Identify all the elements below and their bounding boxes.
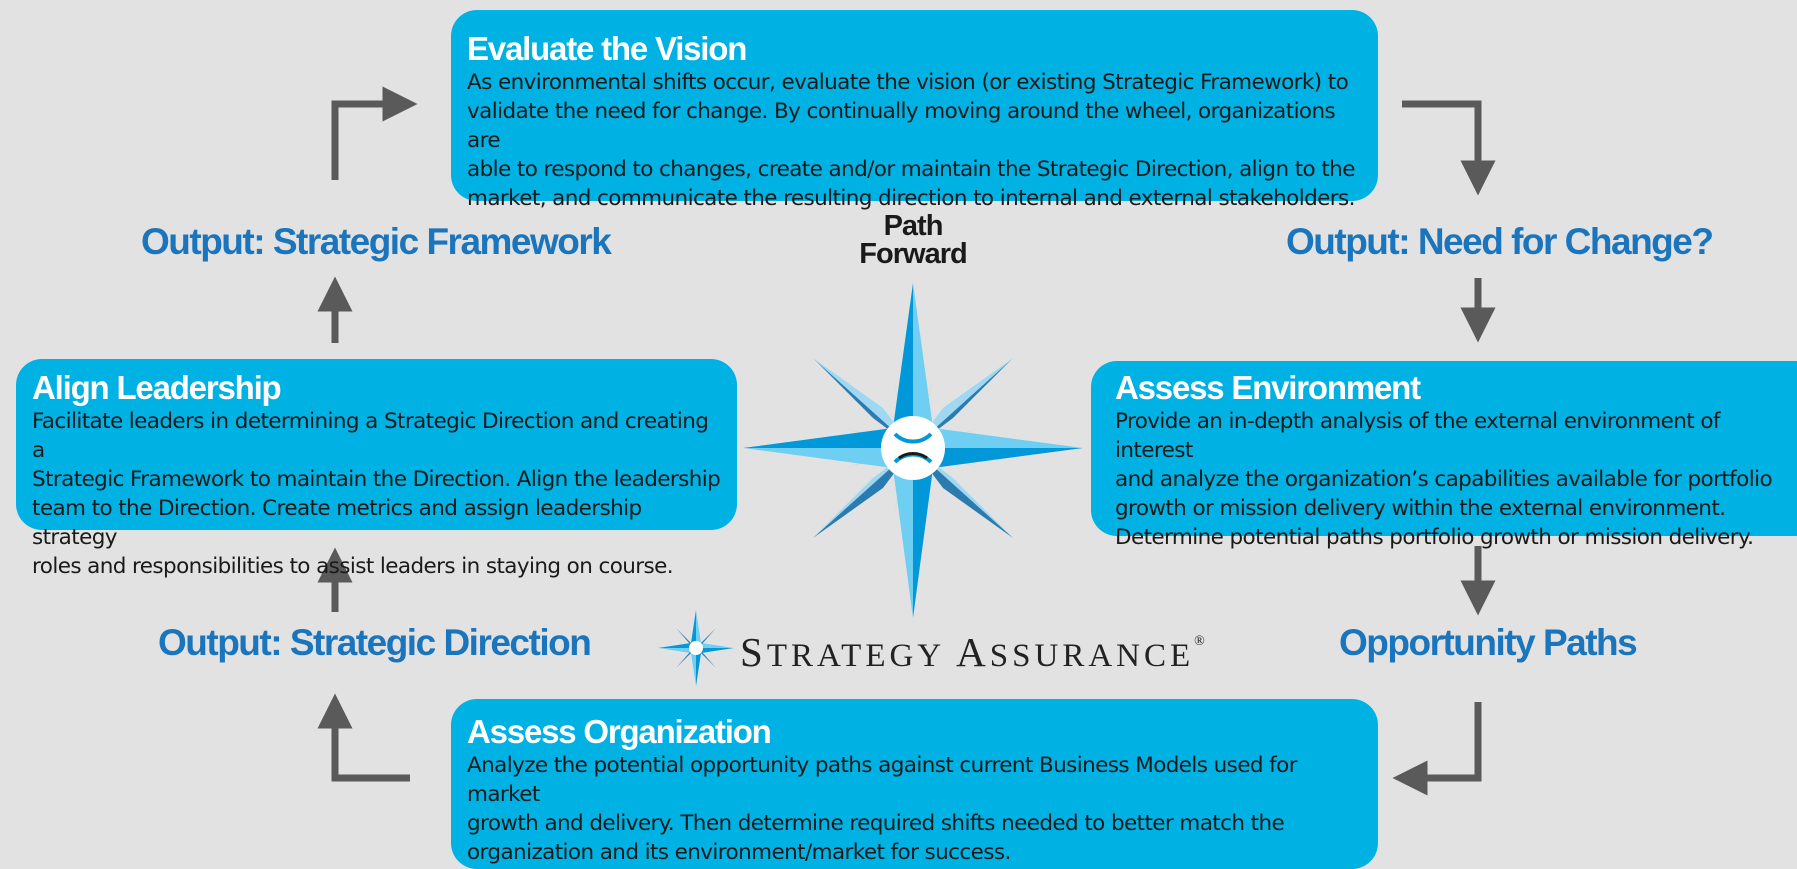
text-line: As environmental shifts occur, evaluate … xyxy=(467,70,1349,95)
text-line: Strategic Framework to maintain the Dire… xyxy=(32,467,721,492)
path-forward-line2: Forward xyxy=(859,238,967,270)
cycle-arrows xyxy=(317,86,1496,796)
text-line: Analyze the potential opportunity paths … xyxy=(467,753,1298,807)
align-leadership-box: Align Leadership Facilitate leaders in d… xyxy=(16,359,737,579)
output-strategic-framework: Output: Strategic Framework xyxy=(141,221,612,262)
output-opportunity-paths: Opportunity Paths xyxy=(1339,622,1638,663)
arrow-evaluate-to-change xyxy=(1402,100,1496,196)
assess-environment-box: Assess Environment Provide an in-depth a… xyxy=(1091,361,1797,550)
strategy-assurance-logo: STRATEGY ASSURANCE® xyxy=(740,628,1205,676)
text-line: Determine potential paths portfolio grow… xyxy=(1115,525,1754,550)
text-line: team to the Direction. Create metrics an… xyxy=(32,496,642,550)
brand-initial-s: S xyxy=(740,629,767,675)
compass-star-icon xyxy=(743,283,1083,618)
text-line: Facilitate leaders in determining a Stra… xyxy=(32,409,709,463)
brand-word-strategy: TRATEGY xyxy=(766,638,957,674)
evaluate-vision-text: As environmental shifts occur, evaluate … xyxy=(467,68,1362,213)
evaluate-vision-box: Evaluate the Vision As environmental shi… xyxy=(451,10,1378,211)
text-line: validate the need for change. By continu… xyxy=(467,99,1336,153)
brand-word-assurance: SSURANCE xyxy=(989,638,1195,674)
align-leadership-text: Facilitate leaders in determining a Stra… xyxy=(32,407,721,581)
arrow-paths-to-organization xyxy=(1392,702,1482,796)
assess-environment-text: Provide an in-depth analysis of the exte… xyxy=(1115,407,1797,552)
text-line: and analyze the organization’s capabilit… xyxy=(1115,467,1773,492)
text-line: growth or mission delivery within the ex… xyxy=(1115,496,1726,521)
output-need-for-change: Output: Need for Change? xyxy=(1286,221,1714,262)
text-line: Provide an in-depth analysis of the exte… xyxy=(1115,409,1720,463)
path-forward-label: Path Forward xyxy=(843,210,983,270)
text-line: market, and communicate the resulting di… xyxy=(467,186,1355,211)
assess-organization-box: Assess Organization Analyze the potentia… xyxy=(451,699,1378,869)
arrow-organization-to-direction xyxy=(317,693,410,782)
text-line: able to respond to changes, create and/o… xyxy=(467,157,1355,182)
registered-mark: ® xyxy=(1194,634,1205,649)
output-strategic-direction: Output: Strategic Direction xyxy=(158,622,592,663)
path-forward-line1: Path xyxy=(883,210,944,242)
evaluate-vision-title: Evaluate the Vision xyxy=(467,30,747,67)
align-leadership-title: Align Leadership xyxy=(32,369,282,406)
arrow-framework-to-evaluate xyxy=(331,86,418,180)
assess-environment-title: Assess Environment xyxy=(1115,369,1421,406)
text-line: roles and responsibilities to assist lea… xyxy=(32,554,674,579)
brand-star-icon xyxy=(658,610,734,686)
assess-organization-title: Assess Organization xyxy=(467,713,772,750)
text-line: growth and delivery. Then determine requ… xyxy=(467,811,1285,836)
brand-initial-a: A xyxy=(956,629,990,675)
